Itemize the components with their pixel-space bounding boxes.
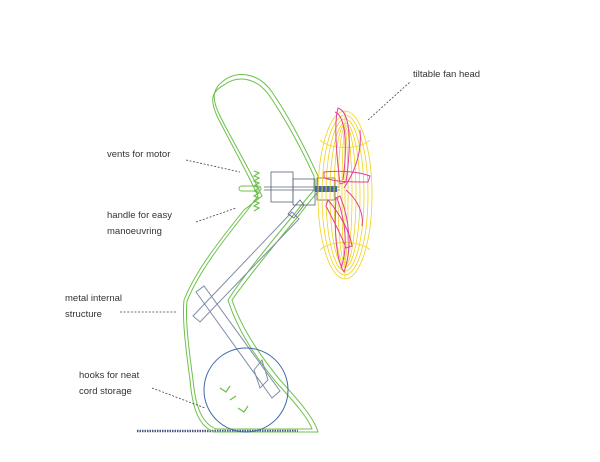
label-vents-for-motor: vents for motor <box>107 147 170 163</box>
label-line: manoeuvring <box>107 226 162 237</box>
leader-lines <box>120 81 411 409</box>
metal-internal-structure <box>192 211 300 399</box>
leader-handle <box>195 207 237 223</box>
label-line: cord storage <box>79 386 132 397</box>
fan-body-outline <box>182 74 319 433</box>
label-line: structure <box>65 309 102 320</box>
wheel <box>203 347 289 433</box>
label-handle: handle for easy manoeuvring <box>107 208 172 240</box>
leader-vents <box>185 159 241 173</box>
label-line: tiltable fan head <box>413 69 481 80</box>
leader-fan-head <box>367 81 411 121</box>
label-tiltable-fan-head: tiltable fan head <box>413 67 480 83</box>
label-line: handle for easy <box>107 210 172 221</box>
label-line: hooks for neat <box>79 370 140 381</box>
cord-hooks <box>219 385 249 413</box>
leader-hooks <box>151 387 206 409</box>
fan-blades <box>323 107 371 274</box>
label-metal-internal-structure: metal internal structure <box>65 291 122 323</box>
label-hooks-cord-storage: hooks for neat cord storage <box>79 368 139 400</box>
label-line: metal internal <box>65 293 123 304</box>
label-line: vents for motor <box>107 149 171 160</box>
handle <box>238 185 262 192</box>
